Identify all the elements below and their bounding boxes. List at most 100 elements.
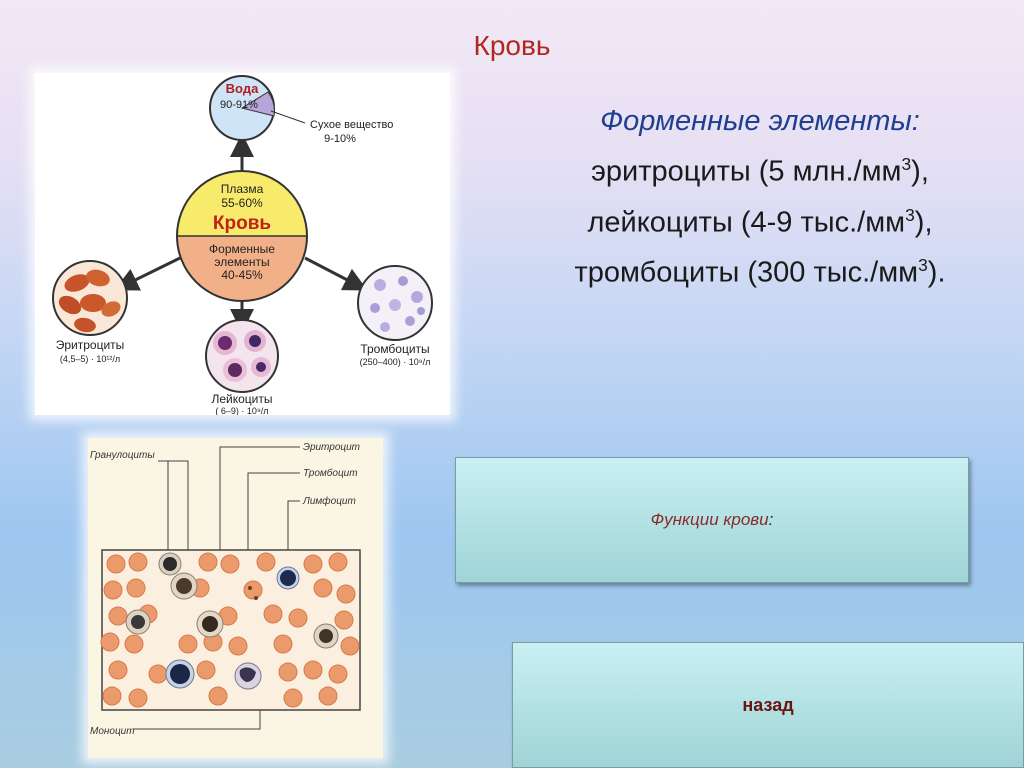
plasma-half	[177, 171, 307, 236]
thrombocyte-label: Тромбоцит	[303, 467, 358, 479]
thrombocyte-cell	[411, 291, 423, 303]
smear-thrombocyte	[248, 586, 252, 590]
erythrocyte-label: Эритроцит	[303, 442, 360, 453]
smear-erythrocyte	[108, 660, 128, 680]
leukocytes-line: лейкоциты (4-9 тыс./мм3),	[520, 194, 1000, 245]
thrombocytes-tail: ).	[927, 256, 946, 289]
erythrocytes-text: эритроциты (5 млн./мм	[591, 155, 902, 188]
smear-erythrocyte	[263, 604, 283, 624]
exponent: 3	[901, 154, 912, 174]
formed-percent: 40-45%	[221, 268, 263, 282]
smear-erythrocyte	[108, 606, 128, 626]
thrombocyte-cell	[380, 322, 390, 332]
lymphocyte-leader	[287, 500, 300, 566]
smear-granulocyte-nucleus	[319, 629, 333, 643]
smear-erythrocyte	[283, 688, 303, 708]
plasma-label: Плазма	[221, 182, 264, 196]
smear-erythrocyte	[313, 578, 333, 598]
blood-functions-text: Функции крови	[650, 510, 769, 529]
leukocytes-circle	[205, 319, 279, 393]
smear-erythrocyte	[220, 554, 240, 574]
erythrocyte-cell	[80, 294, 106, 312]
erythrocyte-cell	[58, 295, 82, 315]
smear-erythrocyte	[288, 608, 308, 628]
smear-erythrocyte	[328, 552, 348, 572]
smear-erythrocyte	[148, 664, 168, 684]
granulocyte-leader	[168, 460, 189, 576]
smear-erythrocyte	[196, 660, 216, 680]
thrombocyte-leader	[247, 472, 300, 586]
dry-matter-label: Сухое вещество	[310, 119, 393, 131]
erythrocytes-norm: (4,5–5) · 10¹²/л	[60, 354, 120, 364]
smear-erythrocyte	[103, 580, 123, 600]
smear-erythrocyte	[340, 636, 360, 656]
smear-lymphocyte-nucleus	[170, 664, 190, 684]
smear-granulocyte-nucleus	[176, 578, 192, 594]
smear-erythrocyte	[303, 554, 323, 574]
smear-erythrocyte	[303, 660, 323, 680]
formed-label-2: элементы	[214, 255, 269, 269]
erythrocyte-cell	[64, 274, 90, 292]
leukocyte-nucleus	[228, 363, 242, 377]
dry-matter-slice	[240, 91, 275, 117]
smear-erythrocyte	[256, 552, 276, 572]
lymphocyte-label: Лимфоцит	[302, 495, 356, 507]
erythrocyte-leader	[219, 446, 300, 573]
thrombocyte-cell	[374, 279, 386, 291]
smear-erythrocyte	[178, 634, 198, 654]
formed-label-1: Форменные	[209, 242, 275, 256]
smear-erythrocyte	[318, 686, 338, 706]
blood-functions-colon: :	[768, 510, 774, 529]
smear-erythrocyte	[198, 552, 218, 572]
formed-elements-heading: Форменные элементы:	[600, 105, 920, 137]
arrow-to-erythrocytes	[114, 256, 181, 291]
thrombocyte-cell	[417, 307, 425, 315]
smear-granulocyte-nucleus	[131, 615, 145, 629]
smear-erythrocyte	[228, 636, 248, 656]
monocyte-label: Моноцит	[90, 726, 135, 737]
smear-erythrocyte	[334, 610, 354, 630]
erythrocyte-cell	[86, 269, 110, 287]
blood-functions-button[interactable]: Функции крови:	[455, 457, 969, 583]
blood-functions-label: Функции крови:	[651, 510, 774, 530]
plasma-percent: 55-60%	[221, 196, 263, 210]
dry-matter-percent: 9-10%	[324, 133, 356, 145]
thrombocyte-cell	[398, 276, 408, 286]
leukocyte-nucleus	[256, 362, 266, 372]
blood-diagram-svg: Вода 90-91% Сухое вещество 9-10% Плазма …	[52, 75, 433, 416]
thrombocytes-line: тромбоциты (300 тыс./мм3).	[520, 244, 1000, 295]
erythrocytes-line: эритроциты (5 млн./мм3),	[520, 143, 1000, 194]
smear-erythrocyte	[278, 662, 298, 682]
leukocyte-nucleus	[249, 335, 261, 347]
leukocytes-norm: ( 6–9) · 10⁹/л	[215, 406, 268, 415]
smear-erythrocytes	[100, 552, 360, 708]
water-label: Вода	[226, 81, 259, 96]
erythrocyte-cell	[101, 301, 121, 317]
smear-erythrocyte	[336, 584, 356, 604]
thrombocytes-label: Тромбоциты	[360, 342, 429, 356]
formed-elements-half	[177, 236, 307, 301]
smear-erythrocyte	[100, 632, 120, 652]
thrombocytes-text: тромбоциты (300 тыс./мм	[574, 256, 919, 289]
smear-erythrocyte	[208, 686, 228, 706]
blood-center-label: Кровь	[213, 213, 271, 234]
arrow-to-thrombocytes	[304, 256, 368, 291]
leukocytes-tail: ),	[914, 206, 933, 239]
blood-smear-illustration: Гранулоциты Эритроцит Тромбоцит Лимфоцит…	[88, 438, 383, 758]
smear-erythrocyte	[273, 634, 293, 654]
blood-smear-svg: Гранулоциты Эритроцит Тромбоцит Лимфоцит…	[90, 442, 361, 737]
leukocyte-nucleus	[218, 336, 232, 350]
exponent: 3	[918, 255, 928, 276]
water-percent: 90-91%	[220, 99, 258, 111]
smear-erythrocyte	[128, 688, 148, 708]
formed-elements-text: Форменные элементы: эритроциты (5 млн./м…	[520, 100, 1000, 295]
smear-erythrocyte	[102, 686, 122, 706]
smear-erythrocyte	[124, 634, 144, 654]
back-button[interactable]: назад	[512, 642, 1024, 768]
smear-granulocyte-nucleus	[202, 616, 218, 632]
smear-granulocyte-nucleus	[163, 557, 177, 571]
granulocyte-leader	[158, 460, 169, 556]
smear-monocyte-nucleus	[239, 667, 256, 682]
erythrocyte-cell	[74, 317, 96, 333]
thrombocytes-norm: (250–400) · 10⁹/л	[360, 357, 431, 367]
